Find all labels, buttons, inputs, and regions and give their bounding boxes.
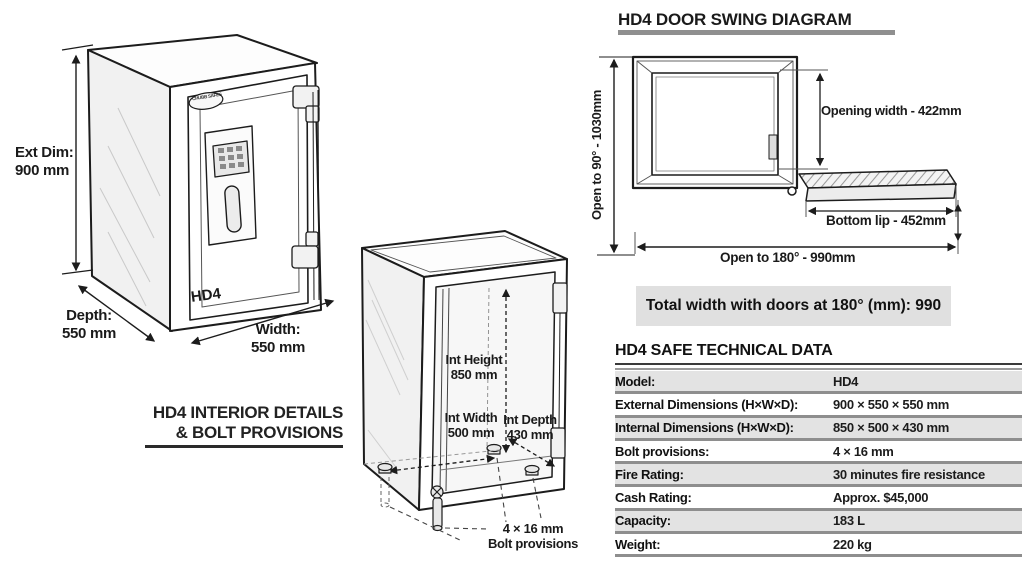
table-title-rule — [615, 363, 1022, 370]
int-width-line2: 500 mm — [447, 425, 495, 441]
hinge-pivot-icon — [787, 186, 797, 196]
row-label: External Dimensions (H×W×D): — [615, 396, 799, 412]
interior-hinge-icon-top — [552, 282, 568, 314]
ext-dim-label: Ext Dim: 900 mm — [15, 144, 97, 179]
table-row: Fire Rating: 30 minutes fire resistance — [615, 464, 1022, 488]
technical-data-title: HD4 SAFE TECHNICAL DATA — [615, 342, 833, 359]
table-row: Weight: 220 kg — [615, 534, 1022, 558]
door-latch-icon — [768, 134, 778, 160]
row-value: Approx. $45,000 — [833, 490, 929, 506]
bolt-leader-lines — [389, 457, 542, 541]
hinge-icon-bottom — [291, 231, 319, 269]
row-label: Cash Rating: — [615, 490, 692, 506]
door-swing-drawing — [597, 30, 962, 256]
interior-figure-title: HD4 INTERIOR DETAILS & BOLT PROVISIONS — [145, 403, 344, 449]
int-width-line1: Int Width — [444, 410, 498, 425]
bottom-lip-label: Bottom lip - 452mm — [826, 213, 946, 228]
width-label: Width: 550 mm — [245, 321, 311, 356]
row-value: 30 minutes fire resistance — [833, 466, 985, 482]
row-label: Bolt provisions: — [615, 443, 710, 459]
bolt-label-line1: 4 × 16 mm — [502, 521, 564, 536]
open-180-arrow — [634, 200, 962, 254]
width-label-line2: 550 mm — [250, 338, 306, 356]
int-height-label: Int Height 850 mm — [442, 352, 506, 383]
door-frame-opening — [651, 72, 779, 176]
row-label: Capacity: — [615, 513, 671, 529]
row-label: Internal Dimensions (H×W×D): — [615, 420, 794, 436]
door-handle-icon — [224, 185, 242, 233]
int-height-line1: Int Height — [445, 352, 503, 367]
ext-dim-label-line2: 900 mm — [15, 161, 70, 179]
depth-label-line2: 550 mm — [61, 324, 117, 342]
row-value: 850 × 500 × 430 mm — [833, 420, 950, 436]
ext-dim-label-line1: Ext Dim: — [15, 144, 74, 161]
row-value: 4 × 16 mm — [833, 443, 894, 459]
open-90-label: Open to 90° - 1030mm — [589, 90, 604, 220]
interior-title-line1: HD4 INTERIOR DETAILS — [152, 403, 343, 422]
table-row: External Dimensions (H×W×D): 900 × 550 ×… — [615, 394, 1022, 418]
bolt-provisions-label: 4 × 16 mm Bolt provisions — [473, 521, 593, 552]
interior-opening — [431, 271, 556, 496]
bolt-icons — [377, 443, 540, 532]
interior-safe-drawing — [361, 230, 568, 541]
opening-width-arrow — [779, 69, 828, 170]
ext-dim-arrow — [61, 44, 94, 275]
int-depth-line1: Int Depth — [503, 412, 557, 427]
total-width-note-box: Total width with doors at 180° (mm): 990 — [636, 286, 951, 326]
int-depth-arrow — [507, 438, 556, 467]
door-swing-title: HD4 DOOR SWING DIAGRAM — [618, 10, 852, 29]
total-width-note-text: Total width with doors at 180° (mm): 990 — [645, 297, 942, 314]
interior-title-line2: & BOLT PROVISIONS — [175, 423, 344, 443]
row-label: Weight: — [615, 536, 661, 552]
hinge-icon-top — [292, 85, 320, 123]
brand-logo-oval — [188, 92, 224, 110]
bottom-lip-front — [805, 183, 957, 202]
table-row: Internal Dimensions (H×W×D): 850 × 500 ×… — [615, 417, 1022, 441]
row-value: HD4 — [833, 373, 859, 389]
depth-arrow — [77, 285, 156, 342]
table-row: Capacity: 183 L — [615, 510, 1022, 535]
opening-width-label: Opening width - 422mm — [821, 103, 962, 118]
row-value: 183 L — [833, 513, 865, 529]
int-depth-label: Int Depth 430 mm — [500, 412, 560, 443]
depth-label: Depth: 550 mm — [56, 307, 122, 342]
int-width-label: Int Width 500 mm — [440, 410, 502, 441]
bolt-label-line2: Bolt provisions — [487, 536, 579, 552]
table-row: Cash Rating: Approx. $45,000 — [615, 487, 1022, 511]
row-label: Fire Rating: — [615, 466, 684, 482]
int-height-line2: 850 mm — [450, 367, 498, 383]
open-90-arrow — [597, 56, 635, 256]
row-value: 900 × 550 × 550 mm — [833, 396, 950, 412]
swing-title-underline — [618, 30, 895, 35]
depth-label-line1: Depth: — [66, 307, 112, 324]
exterior-safe-drawing — [61, 34, 335, 346]
int-width-arrow — [388, 454, 496, 475]
table-row: Model: HD4 — [615, 371, 1022, 395]
open-180-label: Open to 180° - 990mm — [720, 250, 856, 265]
table-row: Bolt provisions: 4 × 16 mm — [615, 441, 1022, 465]
width-arrow — [190, 298, 335, 346]
width-label-line1: Width: — [255, 321, 301, 338]
technical-data-table: HD4 SAFE TECHNICAL DATA Model: HD4 Exter… — [615, 342, 1022, 558]
row-label: Model: — [615, 373, 656, 389]
row-value: 220 kg — [833, 536, 872, 552]
int-depth-line2: 430 mm — [506, 427, 554, 443]
